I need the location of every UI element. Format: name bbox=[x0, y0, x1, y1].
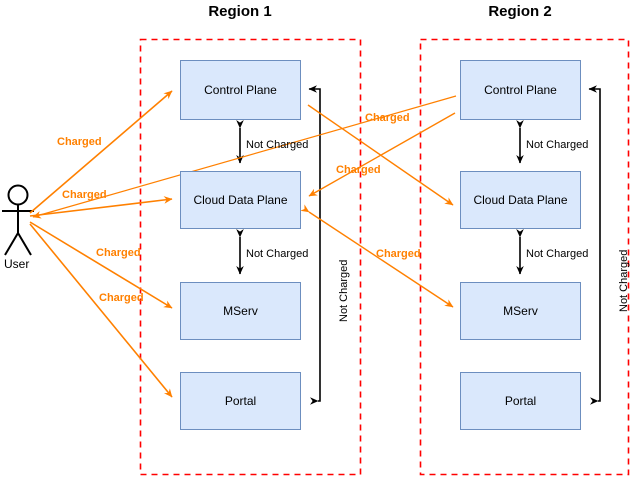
user-actor-icon bbox=[2, 184, 34, 256]
node-label: Cloud Data Plane bbox=[473, 193, 568, 207]
edge-user-to-r1-portal bbox=[29, 223, 173, 398]
edge-user-to-r1-control-plane bbox=[29, 90, 173, 214]
node-label: Control Plane bbox=[484, 83, 557, 97]
edge-r2-portal-to-control-plane bbox=[588, 85, 601, 405]
node-label: Portal bbox=[224, 394, 257, 408]
node-label: MServ bbox=[223, 304, 258, 318]
user-actor-label: User bbox=[4, 257, 30, 271]
region-1-title: Region 1 bbox=[208, 3, 272, 20]
edge-r2-control-plane-to-user bbox=[32, 95, 457, 219]
edge-label-r2-cp-cdp: Not Charged bbox=[526, 139, 589, 151]
node-label: MServ bbox=[503, 304, 538, 318]
edge-user-to-r1-cloud-data-plane bbox=[29, 196, 173, 217]
node-r2-control-plane[interactable]: Control Plane bbox=[460, 60, 581, 120]
node-r1-cloud-data-plane[interactable]: Cloud Data Plane bbox=[180, 171, 301, 229]
edge-label-r2-portal-cp: Not Charged bbox=[618, 249, 630, 312]
edge-label-r2-to-r1-cloud-data-plane: Charged bbox=[376, 248, 421, 260]
node-r1-portal[interactable]: Portal bbox=[180, 372, 301, 430]
edge-label-r1-portal-cp: Not Charged bbox=[338, 259, 350, 322]
node-r1-control-plane[interactable]: Control Plane bbox=[180, 60, 301, 120]
edge-user-to-r1-mserv bbox=[29, 221, 173, 309]
edge-label-r1-cdp-mserv: Not Charged bbox=[246, 248, 309, 260]
node-r2-cloud-data-plane[interactable]: Cloud Data Plane bbox=[460, 171, 581, 229]
edge-label-user-to-r1-control-plane: Charged bbox=[57, 136, 102, 148]
edge-label-user-to-r1-cloud-data-plane: Charged bbox=[62, 189, 107, 201]
node-r1-mserv[interactable]: MServ bbox=[180, 282, 301, 340]
edge-label-r2-control-plane-to-user: Charged bbox=[365, 112, 410, 124]
edge-label-r1-cp-cdp: Not Charged bbox=[246, 139, 309, 151]
edge-label-r1-to-r2-cloud-data-plane: Charged bbox=[336, 164, 381, 176]
region-2-title: Region 2 bbox=[488, 3, 552, 20]
edge-r2-to-r1-cloud-data-plane bbox=[308, 112, 456, 197]
edge-label-r2-cdp-mserv: Not Charged bbox=[526, 248, 589, 260]
edge-label-user-to-r1-mserv: Charged bbox=[96, 247, 141, 259]
node-label: Control Plane bbox=[204, 83, 277, 97]
edge-r2-mserv-inbound bbox=[300, 204, 454, 308]
node-r2-portal[interactable]: Portal bbox=[460, 372, 581, 430]
edge-label-user-to-r1-portal: Charged bbox=[99, 292, 144, 304]
node-r2-mserv[interactable]: MServ bbox=[460, 282, 581, 340]
node-label: Portal bbox=[504, 394, 537, 408]
region-1-boundary bbox=[139, 38, 362, 476]
node-label: Cloud Data Plane bbox=[193, 193, 288, 207]
